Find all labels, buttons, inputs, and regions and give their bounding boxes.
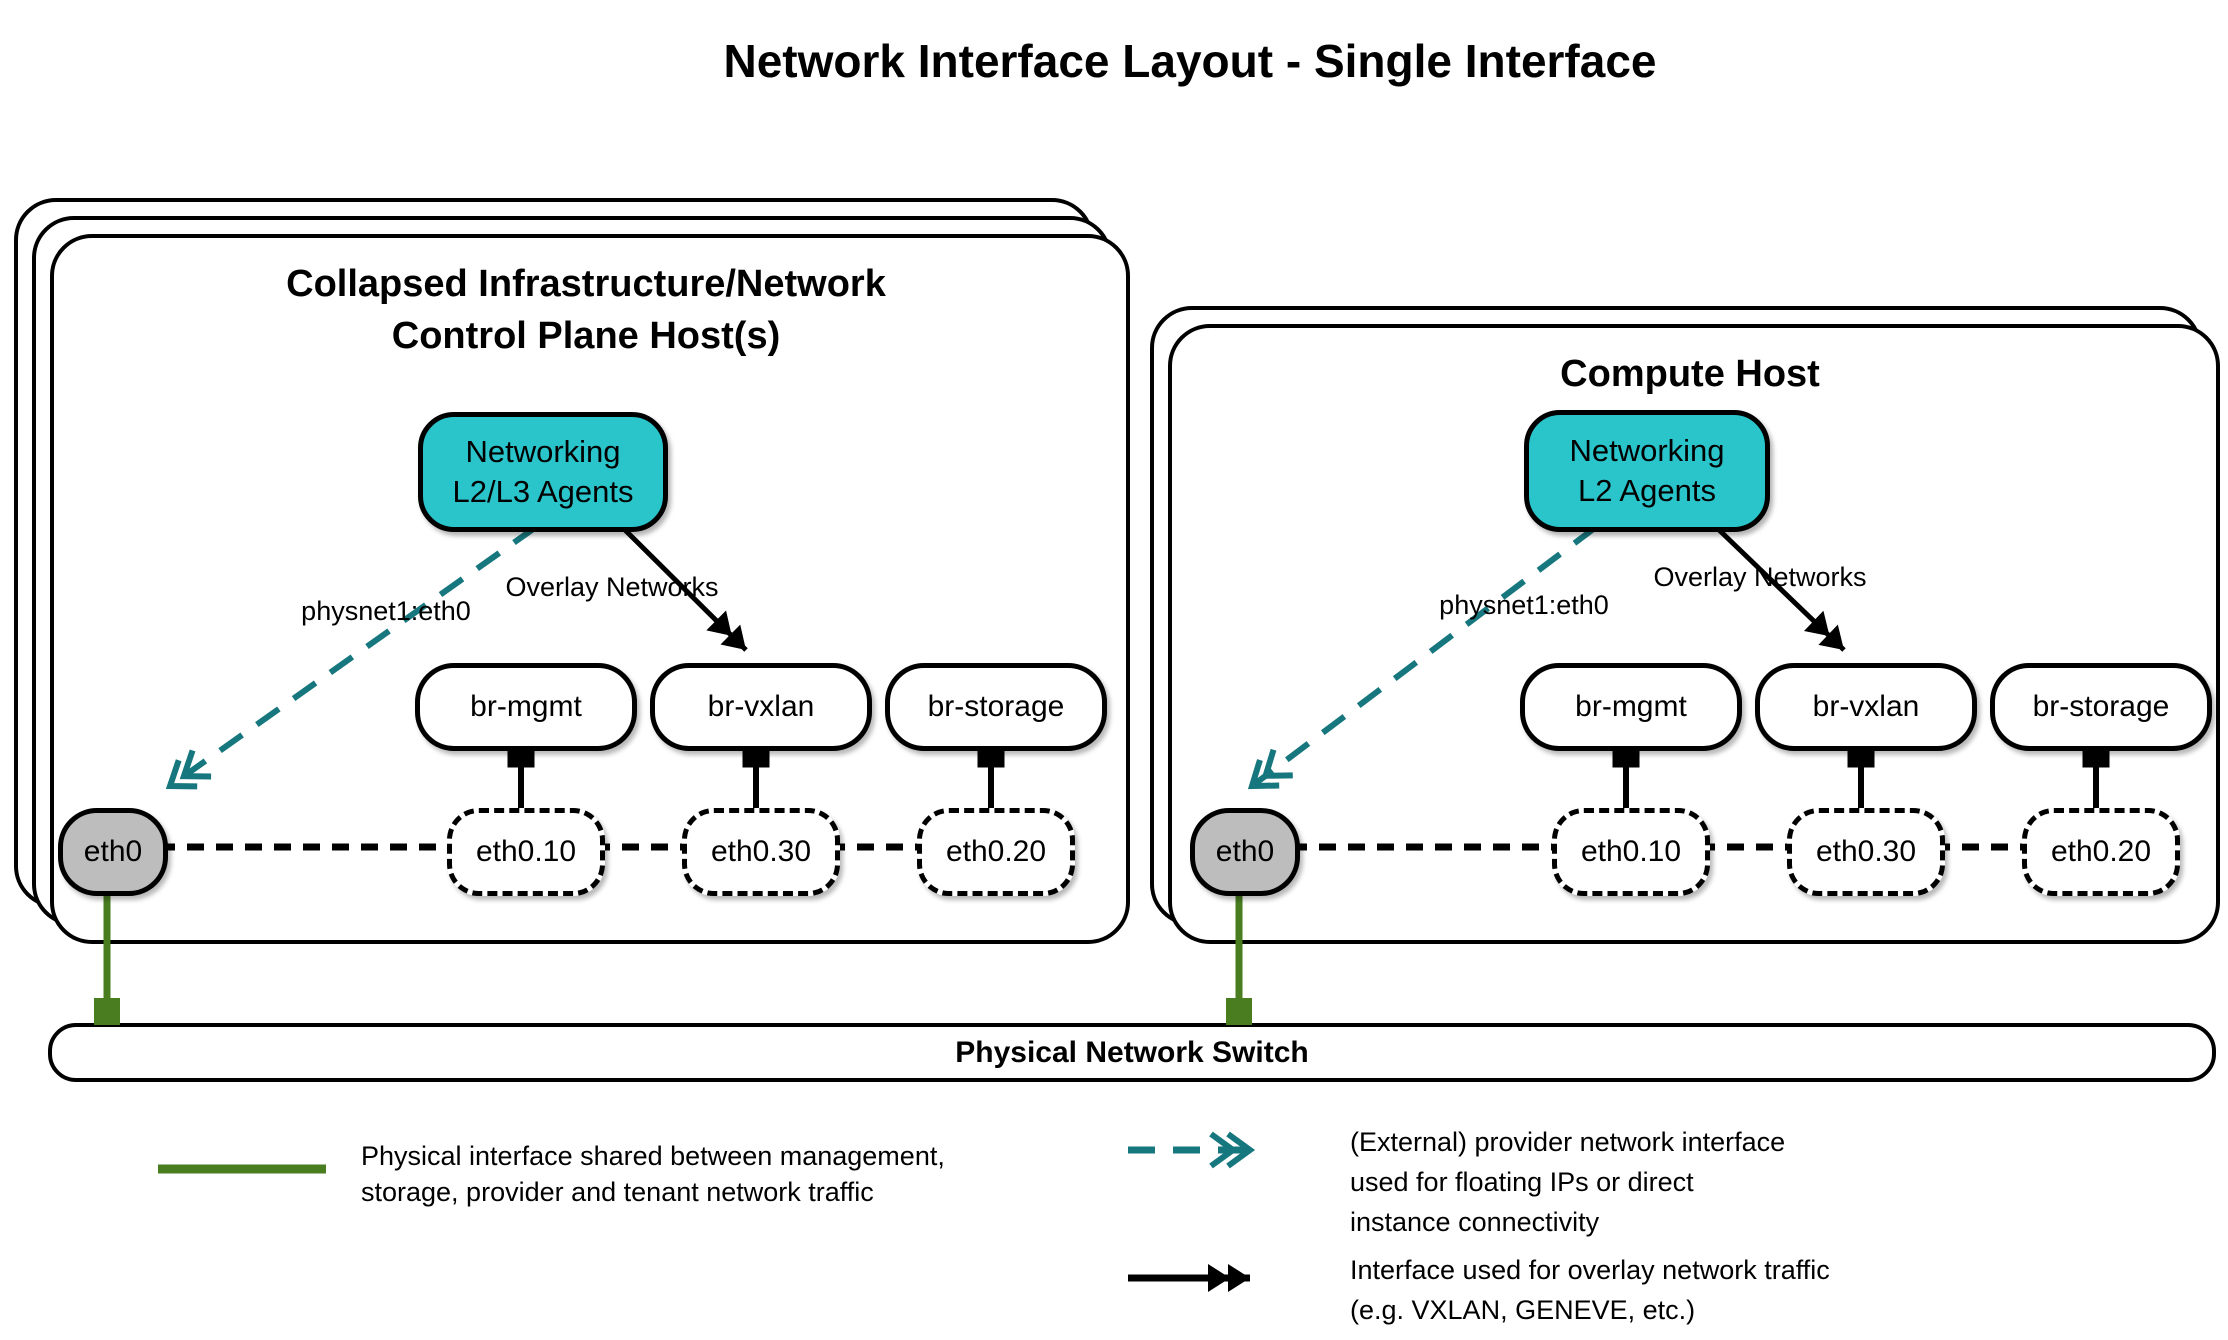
overlay-edge-left [620, 525, 748, 652]
overlay-edge-right [1714, 525, 1846, 652]
overlay-edge-label-right: Overlay Networks [1653, 562, 1867, 592]
provider-edge-label-left: physnet1:eth0 [301, 596, 471, 626]
legend-physical-line1: Physical interface shared between manage… [361, 1141, 945, 1171]
phys-interface-eth0-right: eth0 [1190, 808, 1300, 896]
vlan-interface-eth0-10-left: eth0.10 [447, 808, 605, 896]
networking-agents-right-line2: L2 Agents [1578, 473, 1716, 508]
networking-agents-left-line1: Networking [465, 434, 621, 469]
legend-overlay-line1: Interface used for overlay network traff… [1350, 1255, 1830, 1285]
compute-host-title-line1: Compute Host [1560, 353, 1820, 395]
legend-provider-text: (External) provider network interface us… [1350, 1122, 1785, 1242]
legend-provider-line2: used for floating IPs or direct [1350, 1167, 1694, 1197]
page-title: Network Interface Layout - Single Interf… [723, 35, 1657, 87]
bridge-br-mgmt-right: br-mgmt [1520, 663, 1742, 751]
compute-host-title: Compute Host [1290, 348, 2090, 400]
vlan-interface-eth0-20-left: eth0.20 [917, 808, 1075, 896]
physical-uplink-left [94, 884, 120, 1025]
networking-agents-right-line1: Networking [1569, 433, 1725, 468]
provider-edge-left [165, 524, 538, 790]
legend-physical-text: Physical interface shared between manage… [361, 1138, 945, 1210]
vlan-interface-eth0-10-right: eth0.10 [1552, 808, 1710, 896]
legend-provider-line1: (External) provider network interface [1350, 1127, 1786, 1157]
bridge-vlan-connectors [507, 740, 2110, 812]
bridge-br-vxlan-right: br-vxlan [1755, 663, 1977, 751]
provider-edge-label-right: physnet1:eth0 [1439, 590, 1609, 620]
bridge-br-storage-right: br-storage [1990, 663, 2212, 751]
legend-provider-line3: instance connectivity [1350, 1207, 1600, 1237]
control-plane-host-title: Collapsed Infrastructure/Network Control… [200, 258, 972, 362]
overlay-edge-label-left: Overlay Networks [505, 572, 719, 602]
physical-network-switch: Physical Network Switch [48, 1023, 2216, 1082]
networking-agents-left-line2: L2/L3 Agents [452, 474, 634, 509]
vlan-interface-eth0-30-left: eth0.30 [682, 808, 840, 896]
legend-physical-line2: storage, provider and tenant network tra… [361, 1177, 874, 1207]
bridge-br-mgmt-left: br-mgmt [415, 663, 637, 751]
vlan-interface-eth0-30-right: eth0.30 [1787, 808, 1945, 896]
phys-interface-eth0-left: eth0 [58, 808, 168, 896]
control-plane-host-title-line1: Collapsed Infrastructure/Network [286, 263, 886, 305]
networking-agents-box-left: Networking L2/L3 Agents [418, 412, 668, 532]
physical-uplink-right [1226, 884, 1252, 1025]
legend-overlay-text: Interface used for overlay network traff… [1350, 1250, 1830, 1330]
legend-overlay-line2: (e.g. VXLAN, GENEVE, etc.) [1350, 1295, 1696, 1325]
networking-agents-box-right: Networking L2 Agents [1524, 410, 1770, 532]
provider-edge-right [1247, 524, 1598, 790]
vlan-interface-eth0-20-right: eth0.20 [2022, 808, 2180, 896]
bridge-br-storage-left: br-storage [885, 663, 1107, 751]
bridge-br-vxlan-left: br-vxlan [650, 663, 872, 751]
control-plane-host-title-line2: Control Plane Host(s) [391, 315, 781, 357]
